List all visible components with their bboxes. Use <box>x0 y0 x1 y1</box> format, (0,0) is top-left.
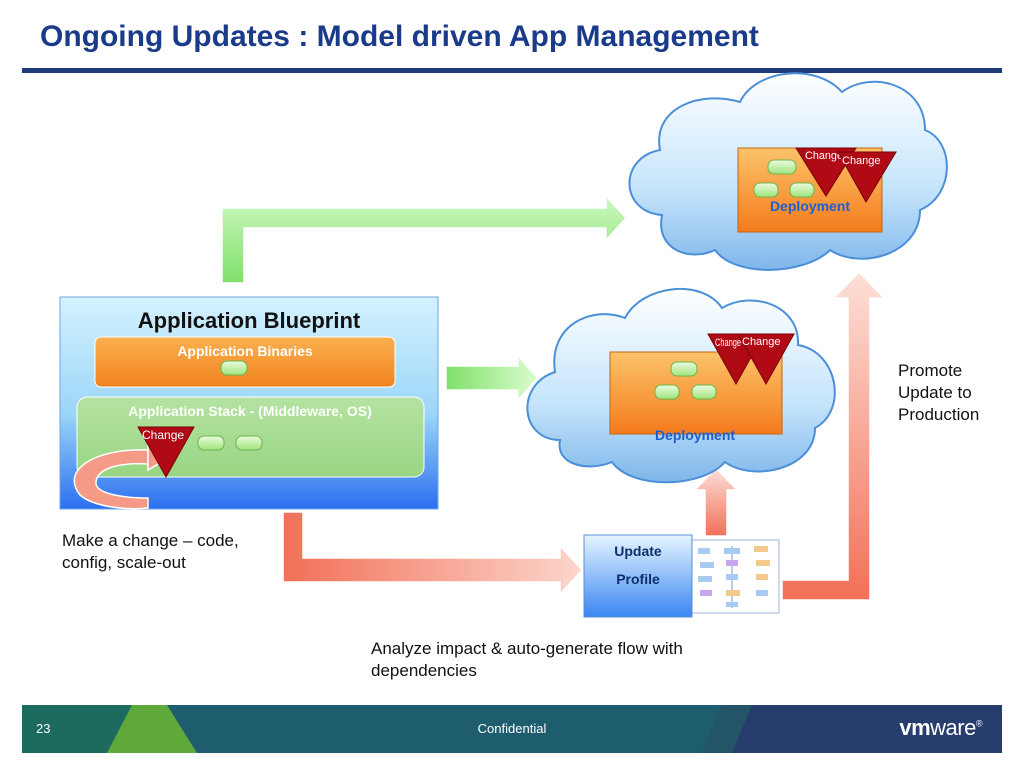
top-change-triangle-back <box>795 147 857 197</box>
change-to-profile-arrow <box>282 511 584 596</box>
middle-deployment-label: Deployment <box>655 427 735 443</box>
promote-to-production-arrow <box>781 270 886 601</box>
application-stack-label: Application Stack - (Middleware, OS) <box>128 403 371 419</box>
title-divider <box>22 68 1002 73</box>
deploy-to-middle-cloud-arrow <box>445 354 540 402</box>
slide-title: Ongoing Updates : Model driven App Manag… <box>40 20 759 53</box>
logo-mark: ® <box>975 718 983 729</box>
profile-to-middle-cloud-arrow <box>693 466 739 537</box>
middle-change-label-back: Change <box>715 337 741 349</box>
page-number: 23 <box>36 721 51 736</box>
promote-to-top-cloud-arrow <box>221 194 628 284</box>
blueprint-title: Application Blueprint <box>138 308 361 333</box>
middle-deployment-box <box>609 351 783 435</box>
stack-change-label: Change <box>142 428 184 442</box>
update-profile-box <box>583 534 693 618</box>
promote-note: Promote Update to Production <box>898 361 980 424</box>
logo-rest: ware <box>930 715 976 740</box>
analyze-note: Analyze impact & auto-generate flow with… <box>371 639 683 680</box>
top-change-label-back: Change <box>805 150 843 162</box>
top-change-label-front: Change <box>842 155 881 167</box>
footer-confidential: Confidential <box>477 721 547 736</box>
update-profile-line1: Update <box>614 543 662 559</box>
top-deployment-label: Deployment <box>770 198 850 214</box>
flowchart-thumbnail <box>685 539 780 614</box>
application-binaries-label: Application Binaries <box>177 343 313 359</box>
logo-bold: vm <box>899 715 931 740</box>
diagram-canvas: Deployment Change Change Deployment Chan… <box>59 72 948 618</box>
middle-change-label-front: Change <box>742 336 781 348</box>
footer-bar: 23 Confidential vmware® <box>22 705 1002 753</box>
vmware-logo: vmware® <box>899 715 982 741</box>
top-change-triangle-front <box>837 151 897 203</box>
application-binaries-box <box>94 336 396 388</box>
middle-change-triangle-front <box>737 333 795 386</box>
update-profile-line2: Profile <box>616 571 660 587</box>
stack-change-triangle <box>137 426 195 479</box>
make-change-note: Make a change – code, config, scale-out <box>62 531 239 572</box>
